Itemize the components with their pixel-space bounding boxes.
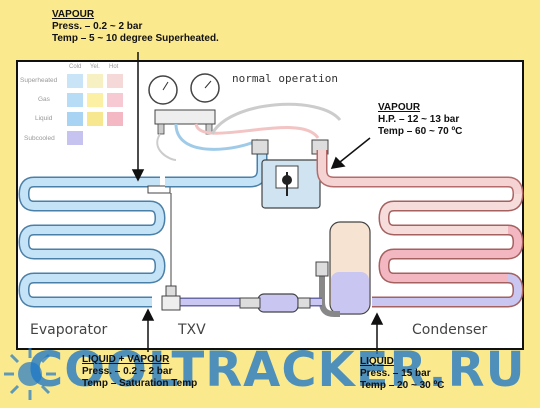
callout-liquid-vapour: LIQUID + VAPOUR Press. – 0.2 ~ 2 bar Tem… [82, 354, 197, 390]
callout-line: Temp – 60 ~ 70 ºC [378, 126, 463, 137]
condenser-coil [372, 193, 524, 308]
callout-discharge-vapour: VAPOUR H.P. – 12 ~ 13 bar Temp – 60 ~ 70… [378, 102, 462, 138]
legend-label-liquid: Liquid [35, 115, 53, 122]
txv-label: TXV [177, 322, 206, 338]
callout-line: Temp – Saturation Temp [82, 378, 198, 389]
discharge-line-outline [316, 150, 524, 195]
legend-swatch [87, 112, 103, 126]
callout-line: Temp – 5 ~ 10 degree Superheated. [52, 33, 219, 44]
condenser-label: Condenser [412, 322, 487, 338]
legend-label-subcooled: Subcooled [24, 135, 55, 142]
legend-swatch [87, 74, 103, 88]
callout-line: Press. – 0.2 ~ 2 bar [82, 366, 173, 377]
txv-bulb [147, 185, 171, 194]
callout-suction-vapour: VAPOUR Press. – 0.2 ~ 2 bar Temp – 5 ~ 1… [52, 9, 219, 45]
filter-drier [239, 293, 311, 313]
callout-heading: LIQUID [360, 356, 394, 367]
watermark-text: COOLTRACKER.RU [28, 342, 526, 398]
manifold-block [154, 109, 216, 125]
legend-swatch [107, 74, 123, 88]
legend-col-yel: Yel. [90, 64, 100, 70]
receiver-tank [315, 221, 371, 317]
callout-liquid: LIQUID Press. – 15 bar Temp – 20 ~ 30 ºC [360, 356, 444, 392]
color-legend: Cold Yel. Hot Superheated Gas Liquid Sub… [20, 64, 123, 145]
legend-label-superheated: Superheated [20, 77, 58, 84]
callout-line: Press. – 0.2 ~ 2 bar [52, 21, 143, 32]
compressor [251, 139, 329, 209]
evaporator-coil [18, 176, 171, 308]
legend-col-hot: Hot [109, 64, 119, 70]
manifold-gauges [148, 73, 342, 161]
callout-heading: VAPOUR [52, 9, 95, 20]
suction-service-valve [251, 139, 269, 155]
king-valve [315, 261, 329, 277]
legend-swatch [67, 74, 83, 88]
callout-arrows [131, 52, 384, 354]
txv-valve [161, 193, 181, 311]
normal-operation-label: normal operation [232, 72, 338, 85]
legend-col-cold: Cold [69, 64, 81, 70]
callout-line: H.P. – 12 ~ 13 bar [378, 114, 460, 125]
legend-swatch [107, 112, 123, 126]
callout-heading: LIQUID + VAPOUR [82, 354, 170, 365]
callout-line: Press. – 15 bar [360, 368, 431, 379]
legend-swatch [87, 93, 103, 107]
evaporator-label: Evaporator [30, 322, 108, 338]
legend-swatch [67, 112, 83, 126]
callout-heading: VAPOUR [378, 102, 421, 113]
discharge-line [318, 150, 522, 195]
legend-swatch [67, 131, 83, 145]
suction-line-outline [165, 150, 268, 188]
legend-swatch [67, 93, 83, 107]
legend-label-gas: Gas [38, 96, 51, 103]
watermark-sun-icon [4, 348, 56, 400]
legend-swatch [107, 93, 123, 107]
callout-line: Temp – 20 ~ 30 ºC [360, 380, 445, 391]
